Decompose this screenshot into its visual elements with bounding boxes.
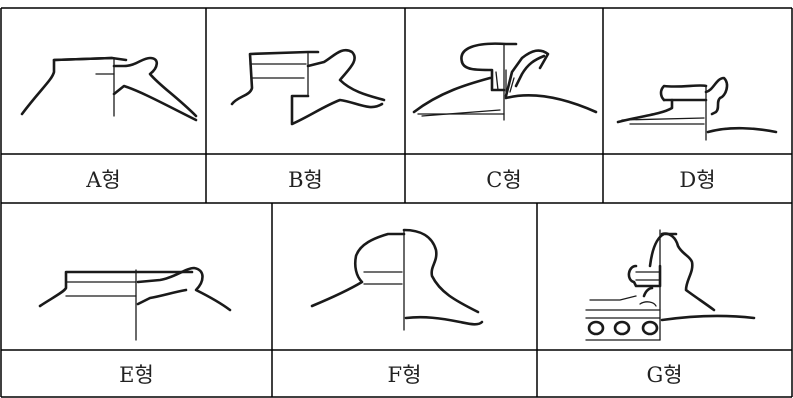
type-label-f: F형 xyxy=(387,362,422,387)
type-label-c: C형 xyxy=(486,167,522,192)
type-label-d: D형 xyxy=(679,167,716,192)
type-label-a: A형 xyxy=(86,167,121,192)
type-label-e: E형 xyxy=(119,362,154,387)
type-label-b: B형 xyxy=(288,167,323,192)
type-label-g: G형 xyxy=(646,362,683,387)
